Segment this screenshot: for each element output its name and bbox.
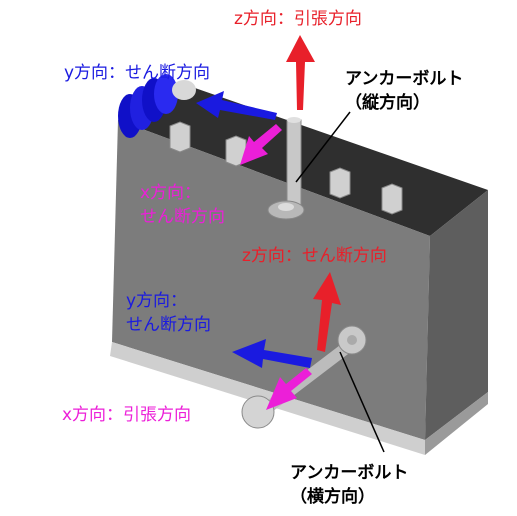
lower-x-label: x方向：引張方向 (62, 405, 192, 425)
coil-spring (118, 74, 196, 138)
lower-x-arrow (266, 368, 312, 410)
upper-bolt-leader (295, 111, 351, 183)
upper-y-label: y方向：せん断方向 (64, 63, 211, 83)
upper-x-label-line1: x方向： (140, 183, 202, 203)
lower-y-label-line1: y方向： (126, 291, 188, 311)
upper-z-label: z方向：引張方向 (234, 9, 362, 29)
upper-bolt-label-line2: （縦方向） (345, 93, 430, 113)
lower-z-arrow (313, 272, 341, 352)
lower-bolt-leader (339, 351, 385, 453)
block-front-face (112, 120, 430, 440)
lower-bolt-label-line1: アンカーボルト (290, 463, 409, 483)
upper-x-label-line2: せん断方向 (140, 207, 225, 227)
lower-bolt-label-line2: （横方向） (290, 487, 375, 507)
lower-y-label-line2: せん断方向 (126, 315, 211, 335)
hex-nuts (169, 121, 403, 215)
vertical-anchor-bolt (267, 117, 305, 220)
upper-bolt-label-line1: アンカーボルト (345, 69, 464, 89)
block-side-face (425, 190, 488, 440)
block-bottom-plate (110, 342, 425, 455)
upper-y-arrow (196, 91, 277, 120)
upper-x-arrow (240, 124, 282, 165)
lower-z-label: z方向：せん断方向 (242, 246, 387, 266)
upper-z-arrow (286, 35, 315, 110)
lower-y-arrow (232, 339, 312, 368)
